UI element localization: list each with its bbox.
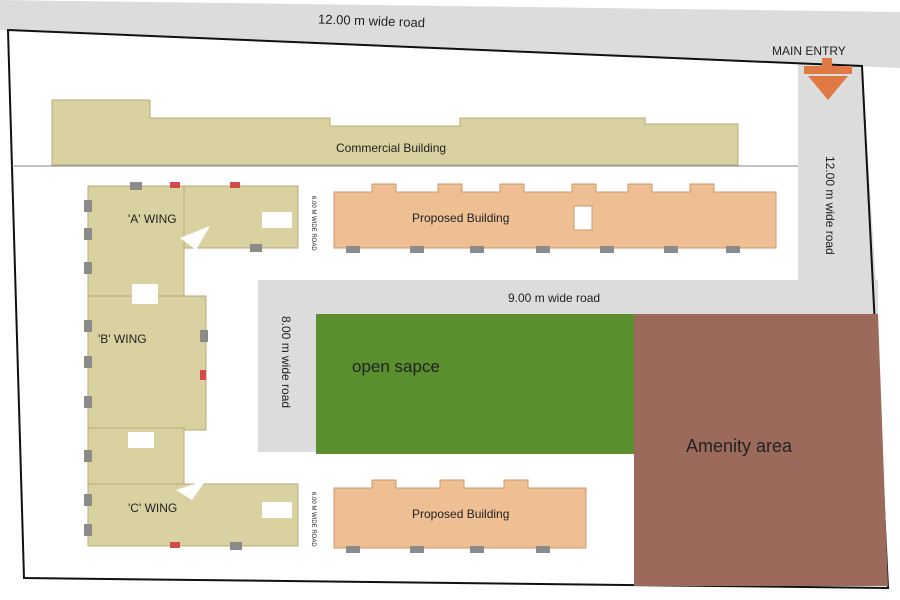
wing-a-label: 'A' WING xyxy=(128,212,177,226)
amenity-area xyxy=(634,314,888,586)
wing-b-building xyxy=(84,284,208,431)
middle-road xyxy=(258,280,878,314)
site-boundary xyxy=(6,28,890,590)
wing-c-building xyxy=(84,427,299,550)
middle-road-label: 9.00 m wide road xyxy=(508,291,600,305)
amenity-area-label: Amenity area xyxy=(686,436,793,456)
wing-b-label: 'B' WING xyxy=(98,332,147,346)
wing-c-label: 'C' WING xyxy=(128,501,177,515)
small-road-c-label: 6.00 M WIDE ROAD xyxy=(310,492,316,547)
left-vertical-road xyxy=(258,280,316,452)
commercial-building-label: Commercial Building xyxy=(336,141,446,155)
top-road xyxy=(0,0,900,68)
open-space-area xyxy=(316,314,634,454)
proposed-building-top xyxy=(333,183,777,253)
proposed-building-bottom xyxy=(333,479,587,553)
small-road-a-label: 6.00 M WIDE ROAD xyxy=(310,196,316,251)
proposed-building-bottom-label: Proposed Building xyxy=(412,507,509,521)
top-road-label: 12.00 m wide road xyxy=(318,11,425,30)
main-entry-arrow-icon xyxy=(804,58,852,100)
left-road-label: 8.00 m wide road xyxy=(279,316,293,408)
commercial-building xyxy=(51,99,739,166)
main-entry-label: MAIN ENTRY xyxy=(772,44,846,58)
open-space-label: open sapce xyxy=(352,357,440,376)
right-road xyxy=(798,64,878,314)
right-road-label: 12.00 m wide road xyxy=(823,156,837,255)
proposed-building-top-label: Proposed Building xyxy=(412,211,509,225)
wing-a-building xyxy=(84,182,299,317)
